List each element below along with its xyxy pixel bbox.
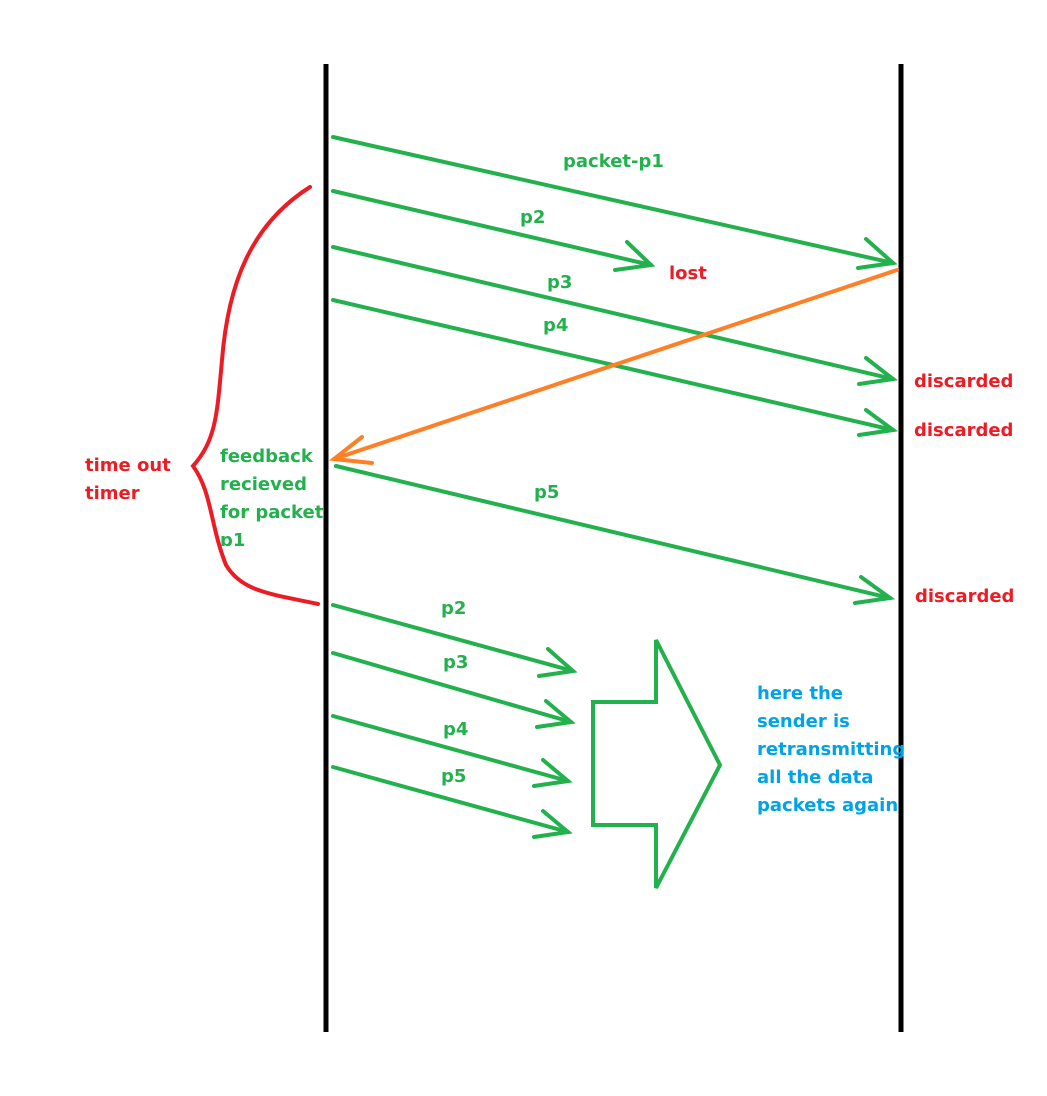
retransmit-p5-arrow — [331, 765, 573, 839]
retransmit-p4-label: p4 — [443, 719, 468, 740]
ack-p1-arrow — [328, 268, 899, 465]
retransmit-p2-label: p2 — [441, 598, 466, 619]
retransmit-p3-arrow — [331, 651, 576, 729]
packet-p3-label: p3 — [547, 272, 572, 293]
packet-p2-label: p2 — [520, 207, 545, 228]
timeout-brace — [190, 185, 320, 606]
timer-label-line1: time out — [85, 455, 171, 476]
retransmit-p3-label: p3 — [443, 652, 468, 673]
feedback-label-line2: recieved — [220, 474, 307, 495]
discarded-p5-label: discarded — [915, 586, 1014, 607]
feedback-label-line1: feedback — [220, 446, 314, 467]
retransmit-p2-arrow — [331, 603, 578, 678]
note-line4: all the data — [757, 767, 873, 788]
packet-p5-arrow — [334, 464, 896, 605]
lost-label: lost — [669, 263, 707, 284]
retransmit-p4-arrow — [331, 714, 573, 788]
note-line5: packets again — [757, 795, 898, 816]
big-right-arrow-icon — [591, 639, 723, 889]
discarded-p3-label: discarded — [914, 371, 1013, 392]
packet-p5-label: p5 — [534, 482, 559, 503]
discarded-p4-label: discarded — [914, 420, 1013, 441]
timer-label-line2: timer — [85, 483, 140, 504]
packet-p3-arrow — [331, 245, 898, 386]
note-line2: sender is — [757, 711, 850, 732]
packet-p1-arrow — [331, 135, 898, 270]
note-line1: here the — [757, 683, 843, 704]
packet-p4-label: p4 — [543, 315, 568, 336]
feedback-label-line3: for packet — [220, 502, 324, 523]
note-line3: retransmitting — [757, 739, 905, 760]
feedback-label-line4: p1 — [220, 530, 245, 551]
packet-p2-arrow — [331, 189, 656, 272]
packet-p1-label: packet-p1 — [563, 151, 664, 172]
retransmit-p5-label: p5 — [441, 766, 466, 787]
packet-p4-arrow — [331, 298, 899, 437]
